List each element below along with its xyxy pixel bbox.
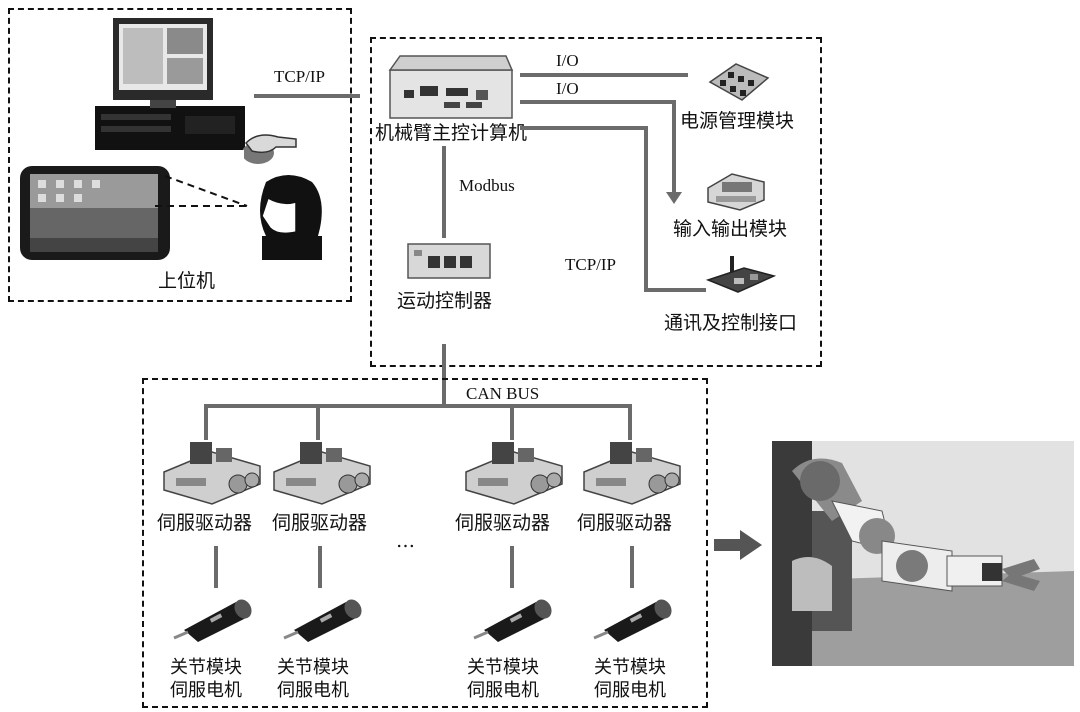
main-computer-icon xyxy=(386,52,516,122)
servo-driver-icon xyxy=(160,438,264,506)
servo-driver-label: 伺服驱动器 xyxy=(272,514,367,533)
driver-motor-link-3 xyxy=(510,546,514,588)
servo-driver-label: 伺服驱动器 xyxy=(455,514,550,533)
user-head-icon xyxy=(248,172,328,262)
io-link-2-arrow xyxy=(666,192,682,204)
can-drop-4 xyxy=(628,404,632,440)
driver-motor-link-2 xyxy=(318,546,322,588)
joint-motor-label: 关节模块 伺服电机 xyxy=(263,656,363,702)
can-drop-3 xyxy=(510,404,514,440)
joint-motor-label-line2: 伺服电机 xyxy=(453,679,553,702)
io-link-2-vertical xyxy=(672,100,676,196)
modbus-link xyxy=(442,146,446,238)
joint-motor-label: 关节模块 伺服电机 xyxy=(156,656,256,702)
robot-arm-photo xyxy=(772,441,1074,666)
modbus-label: Modbus xyxy=(459,177,515,194)
io-link-1 xyxy=(520,73,688,77)
servo-driver-icon xyxy=(270,438,374,506)
comm-interface-label: 通讯及控制接口 xyxy=(664,314,797,333)
motion-controller-label: 运动控制器 xyxy=(397,292,492,311)
joint-motor-label-line1: 关节模块 xyxy=(263,656,363,679)
servo-motor-icon xyxy=(170,594,256,644)
io-link-2 xyxy=(520,100,676,104)
driver-motor-link-1 xyxy=(214,546,218,588)
can-drop-1 xyxy=(204,404,208,440)
driver-motor-link-4 xyxy=(630,546,634,588)
tcpip-host-label: TCP/IP xyxy=(274,68,325,85)
servo-motor-icon xyxy=(590,594,676,644)
host-label: 上位机 xyxy=(158,272,215,291)
io-module-icon xyxy=(704,168,770,214)
servo-driver-icon xyxy=(580,438,684,506)
joint-motor-label-line1: 关节模块 xyxy=(453,656,553,679)
hand-mouse-icon xyxy=(238,125,300,167)
tcpip-comm-link-h xyxy=(520,126,648,130)
can-drop-2 xyxy=(316,404,320,440)
servo-motor-icon xyxy=(280,594,366,644)
joint-motor-label-line2: 伺服电机 xyxy=(156,679,256,702)
servo-driver-icon xyxy=(462,438,566,506)
servo-motor-icon xyxy=(470,594,556,644)
sight-lines xyxy=(155,170,255,215)
ellipsis: … xyxy=(396,532,415,551)
output-arrow-icon xyxy=(714,530,762,560)
power-module-label: 电源管理模块 xyxy=(680,112,794,131)
joint-motor-label-line1: 关节模块 xyxy=(156,656,256,679)
io-label-2: I/O xyxy=(556,80,579,97)
servo-driver-label: 伺服驱动器 xyxy=(577,514,672,533)
can-bus-line xyxy=(204,404,632,408)
joint-motor-label-line1: 关节模块 xyxy=(580,656,680,679)
joint-motor-label: 关节模块 伺服电机 xyxy=(453,656,553,702)
can-bus-label: CAN BUS xyxy=(466,385,539,402)
io-label-1: I/O xyxy=(556,52,579,69)
joint-motor-label-line2: 伺服电机 xyxy=(263,679,363,702)
comm-interface-icon xyxy=(704,254,776,300)
servo-driver-label: 伺服驱动器 xyxy=(157,514,252,533)
tcpip-host-link xyxy=(254,94,360,98)
motion-controller-icon xyxy=(406,240,492,282)
tcpip-comm-label: TCP/IP xyxy=(565,256,616,273)
desktop-computer-icon xyxy=(95,18,255,158)
io-module-label: 输入输出模块 xyxy=(673,220,787,239)
joint-motor-label-line2: 伺服电机 xyxy=(580,679,680,702)
tcpip-comm-link-v xyxy=(644,126,648,292)
tcpip-comm-link-h2 xyxy=(644,288,706,292)
joint-motor-label: 关节模块 伺服电机 xyxy=(580,656,680,702)
power-module-icon xyxy=(706,60,772,106)
main-computer-label: 机械臂主控计算机 xyxy=(375,124,527,143)
